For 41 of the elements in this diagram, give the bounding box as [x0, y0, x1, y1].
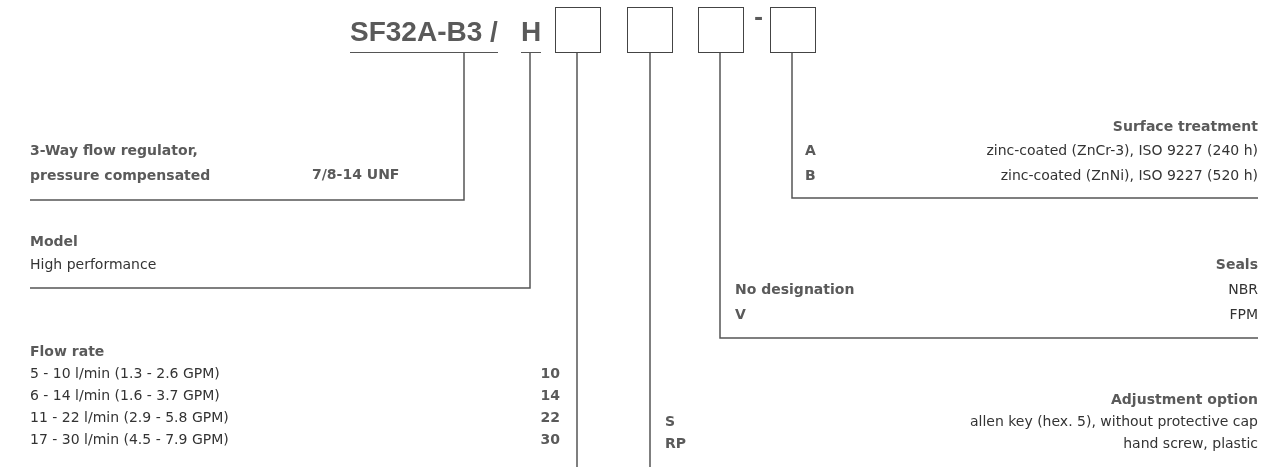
leader-line: [791, 52, 1259, 199]
option-text: 6 - 14 l/min (1.6 - 3.7 GPM): [30, 386, 220, 405]
model-code: SF32A-B3 /: [350, 12, 498, 53]
separator-dash: -: [754, 6, 764, 29]
option-code: B: [805, 166, 816, 185]
code-box: [627, 7, 673, 53]
group-heading: Adjustment option: [1111, 390, 1258, 409]
leader-line: [719, 52, 1259, 339]
leader-line: [29, 52, 531, 289]
option-code: No designation: [735, 280, 855, 299]
product-description: 3-Way flow regulator, pressure compensated: [30, 141, 212, 185]
option-code: 22: [540, 408, 560, 427]
model-code-letter: H: [521, 12, 542, 53]
option-code: A: [805, 141, 816, 160]
option-code: 10: [540, 364, 560, 383]
leader-line: [29, 52, 465, 201]
option-text: FPM: [1229, 305, 1258, 324]
option-code: 14: [540, 386, 560, 405]
option-text: High performance: [30, 255, 157, 274]
code-box: [555, 7, 601, 53]
option-text: 5 - 10 l/min (1.3 - 2.6 GPM): [30, 364, 220, 383]
thread-size: 7/8-14 UNF: [312, 165, 400, 184]
group-heading: Model: [30, 232, 78, 251]
code-box: [770, 7, 816, 53]
option-code: S: [665, 412, 676, 431]
option-text: NBR: [1228, 280, 1258, 299]
option-code: RP: [665, 434, 687, 453]
option-text: zinc-coated (ZnNi), ISO 9227 (520 h): [1000, 166, 1258, 185]
option-text: zinc-coated (ZnCr-3), ISO 9227 (240 h): [986, 141, 1258, 160]
option-code: 30: [540, 430, 560, 449]
code-box: [698, 7, 744, 53]
option-text: 17 - 30 l/min (4.5 - 7.9 GPM): [30, 430, 229, 449]
leader-line: [649, 52, 651, 467]
group-heading: Seals: [1215, 255, 1258, 274]
option-text: allen key (hex. 5), without protective cap: [969, 412, 1258, 431]
option-text: 11 - 22 l/min (2.9 - 5.8 GPM): [30, 408, 229, 427]
option-text: hand screw, plastic: [1123, 434, 1258, 453]
group-heading: Flow rate: [30, 342, 105, 361]
group-heading: Surface treatment: [1112, 117, 1258, 136]
option-code: V: [735, 305, 746, 324]
leader-line: [576, 52, 578, 467]
